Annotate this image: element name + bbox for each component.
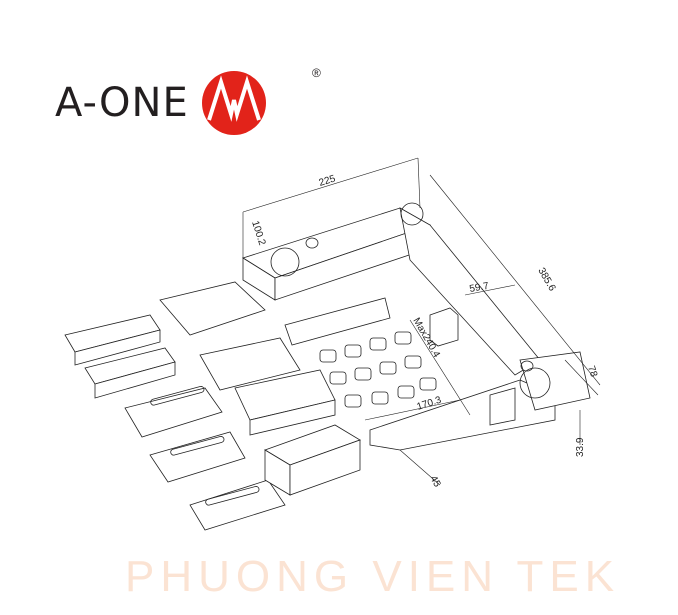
main-frame [242,202,591,451]
dim-diagonal-length: 385.6 [535,266,557,294]
brand-logo: A-ONE [55,70,267,136]
accessory-parts [64,281,437,531]
dim-width-top: 225 [318,173,338,189]
locator-disc [400,202,424,226]
dim-depth: 45 [427,474,442,490]
dim-base-height: 33.9 [575,437,586,457]
clamp-nuts [319,331,437,408]
watermark: PHUONG VIEN TEK [125,552,621,601]
dim-height-left: 100.2 [249,220,267,248]
dim-slot-width: 59.7 [469,281,491,295]
brand-m-icon [201,71,266,135]
registered-mark: ® [312,66,321,80]
locator-disc [270,247,300,277]
dimension-lines [242,157,601,486]
dim-side-height: 78 [585,365,599,379]
locator-disc [519,367,551,399]
brand-name: A-ONE [55,80,189,126]
